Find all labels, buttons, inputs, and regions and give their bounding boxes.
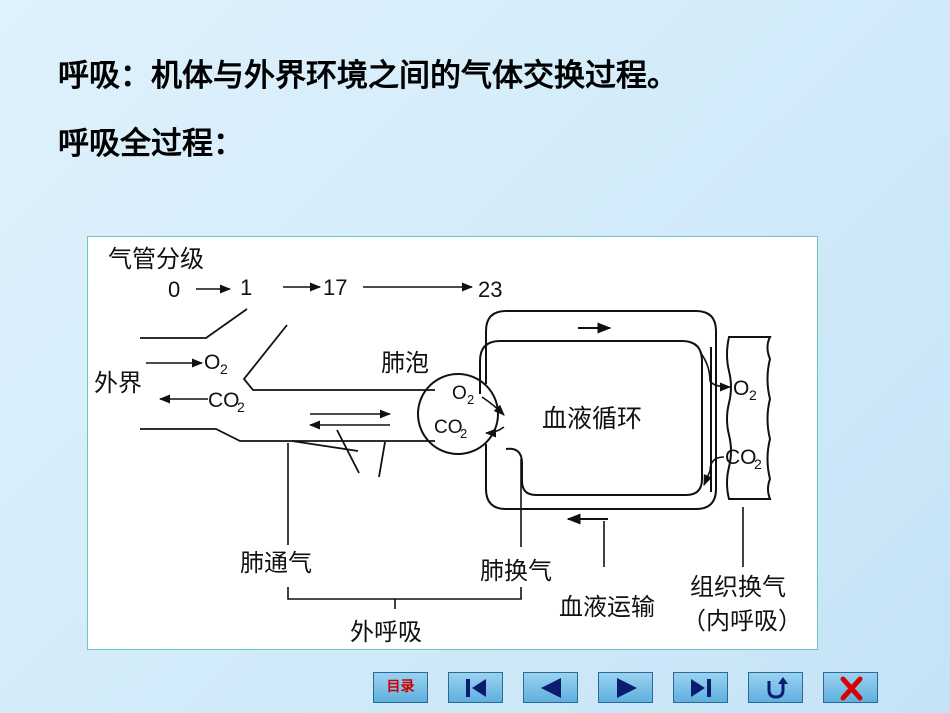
grade-23: 23	[478, 277, 502, 302]
o2-outside: O	[204, 351, 220, 374]
co2-alveolus: CO	[434, 417, 463, 438]
close-button[interactable]	[823, 672, 878, 703]
close-icon	[840, 676, 863, 701]
o2-outside-subscript: 2	[220, 361, 228, 377]
last-page-button[interactable]	[673, 672, 728, 703]
external-environment-label: 外界	[94, 370, 142, 397]
next-page-button[interactable]	[598, 672, 653, 703]
grade-0: 0	[168, 277, 180, 302]
pulmonary-ventilation-label: 肺通气	[240, 550, 312, 577]
co2-diffusion-arrow	[484, 426, 505, 438]
pulmonary-gas-exchange-label: 肺换气	[480, 558, 552, 585]
previous-page-button[interactable]	[523, 672, 578, 703]
co2-alveolus-subscript: 2	[460, 426, 467, 441]
o2-to-tissue-arrow	[699, 351, 732, 392]
blood-circulation-label: 血液循环	[542, 405, 642, 433]
co2-outside: CO	[208, 389, 240, 412]
return-button[interactable]	[748, 672, 803, 703]
o2-alveolus-subscript: 2	[467, 392, 474, 407]
grade-17: 17	[323, 275, 347, 300]
airway-tree	[140, 308, 435, 478]
co2-tissue: CO	[725, 446, 757, 469]
airway-grading-label: 气管分级	[108, 246, 204, 273]
next-page-icon	[617, 678, 637, 698]
grade-1: 1	[240, 275, 252, 300]
blood-transport-label: 血液运输	[559, 594, 655, 621]
toc-button-label: 目录	[386, 679, 415, 695]
tissue-block	[726, 336, 772, 500]
internal-respiration-label: （内呼吸）	[682, 608, 802, 635]
toc-button[interactable]: 目录	[373, 672, 428, 703]
co2-from-tissue-arrow	[703, 456, 725, 487]
previous-page-icon	[541, 678, 561, 698]
co2-tissue-subscript: 2	[754, 456, 762, 472]
o2-diffusion-arrow	[481, 396, 505, 416]
slide-subtitle: 呼吸全过程：	[58, 126, 244, 162]
o2-tissue: O	[733, 377, 749, 400]
o2-alveolus: O	[452, 383, 467, 404]
first-page-icon	[466, 679, 486, 697]
slide-title: 呼吸：机体与外界环境之间的气体交换过程。	[58, 58, 678, 94]
respiration-diagram: 气管分级 0 1 17 23 外界 O 2 CO 2 肺泡 O 2 CO 2 血…	[87, 236, 818, 650]
alveolus-label: 肺泡	[381, 350, 429, 377]
last-page-icon	[691, 679, 711, 697]
external-respiration-label: 外呼吸	[350, 619, 422, 646]
o2-tissue-subscript: 2	[749, 387, 757, 403]
co2-outside-subscript: 2	[237, 399, 245, 415]
return-icon	[767, 677, 788, 699]
bracket-lines	[287, 443, 744, 609]
first-page-button[interactable]	[448, 672, 503, 703]
tissue-gas-exchange-label: 组织换气	[690, 574, 786, 601]
